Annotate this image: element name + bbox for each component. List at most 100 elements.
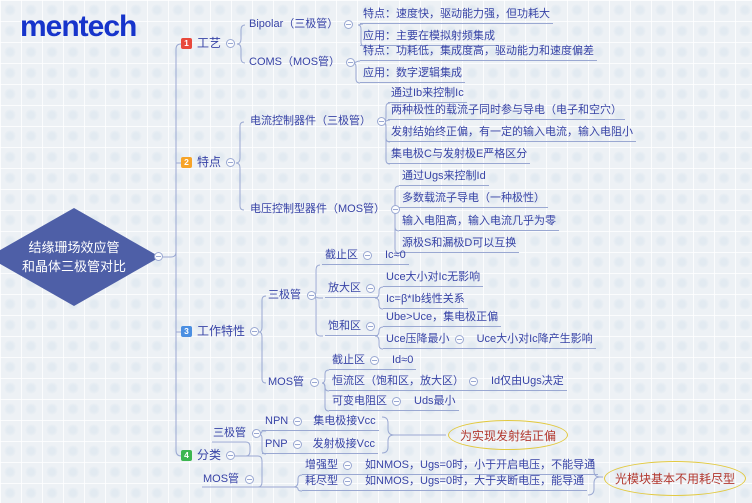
label: 三极管 — [213, 427, 246, 439]
summary-callout-mos[interactable]: 光模块基本不用耗尽型 — [604, 461, 746, 496]
node-mos4[interactable]: MOS管 — [200, 473, 257, 486]
collapse-icon[interactable] — [154, 252, 163, 261]
collapse-icon[interactable] — [310, 378, 320, 387]
node-bipolar-app[interactable]: 应用：主要在模拟射频集成 — [360, 30, 498, 46]
node-depletion[interactable]: 耗尽型 如NMOS，Ugs=0时，大于夹断电压，能导通 — [302, 475, 588, 491]
collapse-icon[interactable] — [245, 475, 255, 484]
label: 增强型 — [305, 459, 338, 471]
collapse-icon[interactable] — [343, 461, 352, 470]
node-bipolar-label: Bipolar（三极管） — [249, 18, 339, 30]
node-current-i2[interactable]: 两种极性的载流子同时参与导电（电子和空穴） — [388, 104, 625, 120]
node-bjt-saturate[interactable]: 饱和区 — [325, 320, 378, 336]
label: 通过Ib来控制Ic — [391, 87, 464, 99]
topic-craft-label: 工艺 — [197, 36, 222, 50]
node-voltage-i4[interactable]: 源极S和漏极D可以互换 — [399, 237, 520, 253]
node-bjt3[interactable]: 三极管 — [265, 289, 319, 302]
topic-category-label: 分类 — [197, 448, 222, 462]
label: 耗尽型 — [305, 475, 338, 487]
label: 特点：速度快，驱动能力强，但功耗大 — [363, 8, 550, 20]
collapse-icon[interactable] — [346, 58, 356, 67]
collapse-icon[interactable] — [366, 322, 375, 331]
collapse-icon[interactable] — [307, 291, 316, 300]
collapse-icon[interactable] — [377, 117, 386, 126]
summary-callout-bjt[interactable]: 为实现发射结正偏 — [448, 420, 568, 450]
node-mos-variable[interactable]: 可变电阻区 Uds最小 — [329, 395, 459, 411]
node-cmos-feature[interactable]: 特点：功耗低，集成度高，驱动能力和速度偏差 — [360, 45, 597, 61]
node-enhanced[interactable]: 增强型 如NMOS，Ugs=0时，小于开启电压，不能导通 — [302, 459, 599, 475]
label: 多数载流子导电（一种极性） — [402, 192, 545, 204]
label: 两种极性的载流子同时参与导电（电子和空穴） — [391, 104, 622, 116]
collapse-icon[interactable] — [252, 429, 261, 438]
node-bipolar-feature[interactable]: 特点：速度快，驱动能力强，但功耗大 — [360, 8, 553, 24]
node-mos-constant[interactable]: 恒流区（饱和区，放大区） Id仅由Ugs决定 — [329, 375, 567, 391]
collapse-icon[interactable] — [344, 20, 354, 29]
collapse-icon[interactable] — [343, 477, 352, 486]
collapse-icon[interactable] — [226, 451, 236, 460]
node-cmos-app[interactable]: 应用：数字逻辑集成 — [360, 67, 465, 83]
node-cmos-label: COMS（MOS管） — [249, 56, 341, 68]
topic-working[interactable]: 3 工作特性 — [181, 325, 260, 338]
collapse-icon[interactable] — [366, 284, 375, 293]
node-bjt-amplify[interactable]: 放大区 — [325, 282, 378, 298]
collapse-icon[interactable] — [226, 158, 236, 167]
collapse-icon[interactable] — [370, 356, 379, 365]
label: Ube>Uce，集电极正偏 — [386, 311, 499, 323]
label: 源极S和漏极D可以互换 — [402, 237, 517, 249]
label: 输入电阻高，输入电流几乎为零 — [402, 215, 556, 227]
topic-traits[interactable]: 2 特点 — [181, 156, 236, 169]
collapse-icon[interactable] — [226, 39, 236, 48]
collapse-icon[interactable] — [292, 440, 302, 449]
collapse-icon[interactable] — [392, 397, 401, 406]
topic-craft[interactable]: 1 工艺 — [181, 36, 236, 50]
collapse-icon[interactable] — [363, 251, 372, 260]
label: 应用：主要在模拟射频集成 — [363, 30, 495, 42]
mentech-logo: mentech — [20, 10, 137, 43]
value: Id仅由Ugs决定 — [491, 375, 564, 387]
node-current-i3[interactable]: 发射结始终正偏，有一定的输入电流，输入电阻小 — [388, 126, 636, 142]
topic-category[interactable]: 4 分类 — [181, 448, 236, 462]
priority-badge: 2 — [181, 157, 192, 168]
node-voltage-device[interactable]: 电压控制型器件（MOS管） — [247, 203, 403, 216]
node-bjt4[interactable]: 三极管 — [210, 427, 264, 440]
label: 特点：功耗低，集成度高，驱动能力和速度偏差 — [363, 45, 594, 57]
label: Uce大小对Ic无影响 — [386, 271, 481, 283]
collapse-icon[interactable] — [454, 335, 464, 344]
node-mos3[interactable]: MOS管 — [265, 376, 322, 389]
label: 应用：数字逻辑集成 — [363, 67, 462, 79]
label: MOS管 — [203, 473, 240, 485]
node-amplify-i1[interactable]: Uce大小对Ic无影响 — [383, 271, 484, 287]
central-topic-line1: 结缘珊场效应管 — [28, 240, 120, 255]
node-current-device[interactable]: 电流控制器件（三极管） — [247, 115, 389, 128]
node-bipolar[interactable]: Bipolar（三极管） — [246, 18, 356, 31]
collapse-icon[interactable] — [391, 205, 401, 214]
node-voltage-i1[interactable]: 通过Ugs来控制Id — [399, 170, 489, 186]
node-voltage-i3[interactable]: 输入电阻高，输入电流几乎为零 — [399, 215, 559, 231]
priority-badge: 4 — [181, 450, 192, 461]
node-pnp[interactable]: PNP 发射极接Vcc — [262, 438, 378, 454]
label: 放大区 — [328, 282, 361, 294]
label: 截止区 — [325, 249, 358, 261]
label: 截止区 — [332, 354, 365, 366]
value: Uds最小 — [414, 395, 456, 407]
label: MOS管 — [268, 376, 305, 388]
label: 为实现发射结正偏 — [459, 428, 556, 443]
collapse-icon[interactable] — [293, 417, 303, 426]
node-current-i4[interactable]: 集电极C与发射极E严格区分 — [388, 148, 531, 164]
label: PNP — [265, 438, 288, 450]
label: Uce压降最小 — [386, 333, 450, 345]
label: 通过Ugs来控制Id — [402, 170, 486, 182]
node-voltage-i2[interactable]: 多数载流子导电（一种极性） — [399, 192, 548, 208]
node-bjt-cutoff[interactable]: 截止区 Ic≈0 — [322, 249, 409, 265]
collapse-icon[interactable] — [250, 327, 260, 336]
collapse-icon[interactable] — [469, 377, 478, 386]
node-saturate-drop[interactable]: Uce压降最小 Uce大小对Ic降产生影响 — [383, 333, 596, 349]
priority-badge: 1 — [181, 38, 192, 49]
node-saturate-i1[interactable]: Ube>Uce，集电极正偏 — [383, 311, 502, 327]
label: 光模块基本不用耗尽型 — [614, 472, 735, 486]
label: 恒流区（饱和区，放大区） — [332, 375, 464, 387]
node-mos-cutoff[interactable]: 截止区 Id≈0 — [329, 354, 417, 370]
node-cmos[interactable]: COMS（MOS管） — [246, 56, 358, 69]
node-current-i1[interactable]: 通过Ib来控制Ic — [388, 87, 467, 103]
node-npn[interactable]: NPN 集电极接Vcc — [262, 415, 379, 431]
node-amplify-i2[interactable]: Ic=β*Ib线性关系 — [383, 293, 468, 309]
